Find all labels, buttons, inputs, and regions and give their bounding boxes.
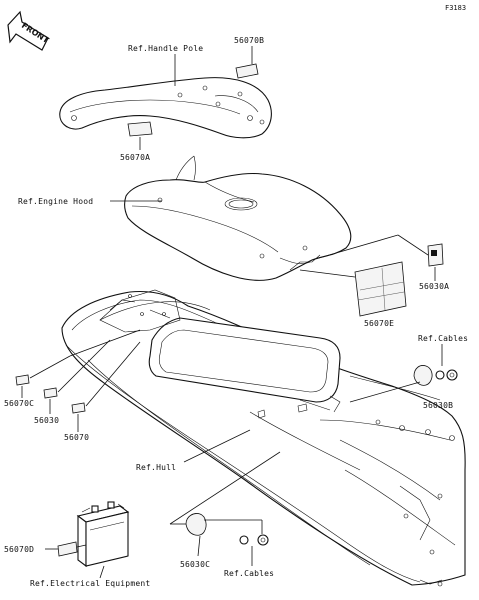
battery-part (76, 501, 130, 568)
sticker-56030B (413, 365, 433, 386)
engine-hood-part (124, 155, 352, 281)
ref-engine-hood: Ref.Engine Hood (18, 197, 93, 206)
sticker-56070E (354, 261, 407, 317)
part-56030B-label: 56030B (423, 401, 453, 410)
sticker-56070 (71, 402, 86, 414)
ref-electrical-equipment: Ref.Electrical Equipment (30, 579, 150, 588)
front-arrow-icon: FRONT (7, 10, 51, 51)
sticker-56070C (15, 374, 30, 386)
sticker-56070B (235, 63, 259, 79)
part-56070A-label: 56070A (120, 153, 150, 162)
sticker-56030A (427, 243, 444, 267)
handle-pole-part (59, 77, 272, 139)
grommet-icon-bottom (239, 534, 269, 546)
sticker-56030C (185, 513, 207, 536)
part-56070E-label: 56070E (364, 319, 394, 328)
part-56070D-label: 56070D (4, 545, 34, 554)
sticker-56030 (43, 387, 58, 399)
part-56030-label: 56030 (34, 416, 59, 425)
part-56030A-label: 56030A (419, 282, 449, 291)
figure-id: F3183 (445, 4, 466, 12)
sticker-56070D (57, 541, 78, 557)
ref-handle-pole: Ref.Handle Pole (128, 44, 203, 53)
sticker-56070A (127, 121, 153, 137)
part-56070C-label: 56070C (4, 399, 34, 408)
hull-part (61, 289, 466, 587)
ref-cables-bottom: Ref.Cables (224, 569, 274, 578)
ref-hull: Ref.Hull (136, 463, 176, 472)
ref-cables-top: Ref.Cables (418, 334, 468, 343)
part-56030C-label: 56030C (180, 560, 210, 569)
part-56070-label: 56070 (64, 433, 89, 442)
grommet-icon-top (435, 369, 458, 381)
part-56070B-label: 56070B (234, 36, 264, 45)
